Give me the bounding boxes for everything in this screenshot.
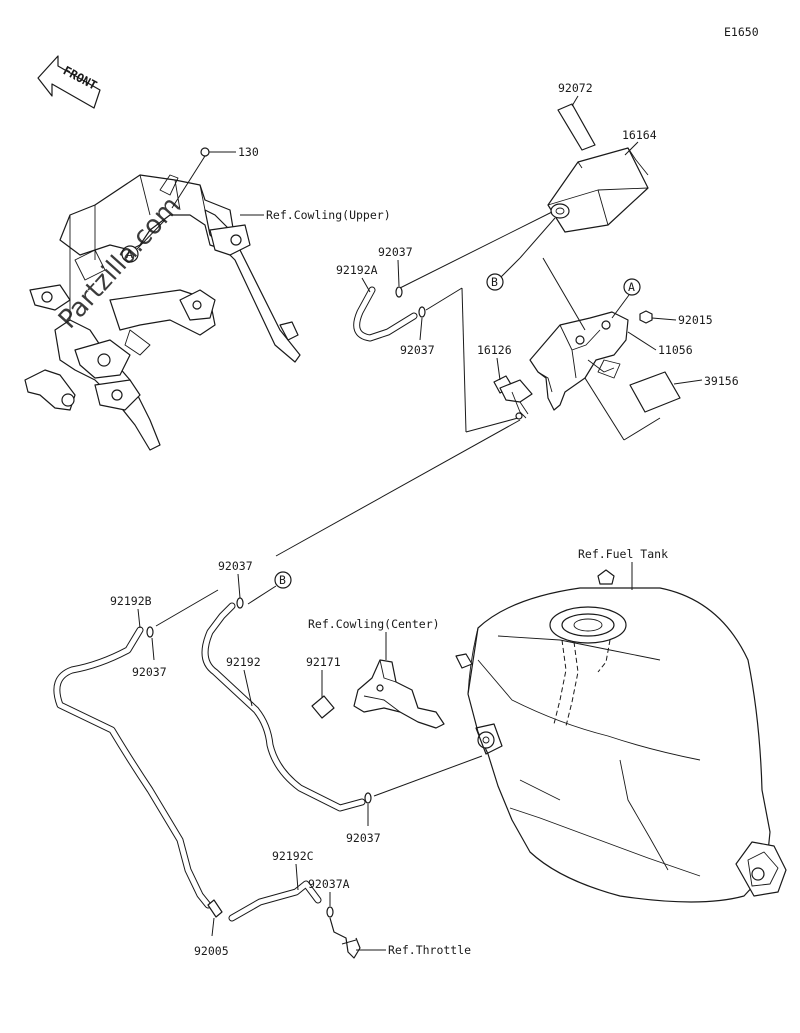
- svg-text:92037: 92037: [346, 831, 381, 845]
- clamp-92037-a[interactable]: [395, 286, 403, 298]
- callout-92015: 92015: [651, 313, 713, 327]
- svg-text:92037A: 92037A: [308, 877, 350, 891]
- callout-92192: 92192: [226, 655, 261, 707]
- svg-text:B: B: [491, 275, 498, 289]
- callout-92192B: 92192B: [110, 594, 152, 629]
- svg-text:Ref.Cowling(Upper): Ref.Cowling(Upper): [266, 208, 391, 222]
- svg-text:92192A: 92192A: [336, 263, 378, 277]
- hose-92192C[interactable]: [228, 880, 322, 922]
- callout-16164: 16164: [622, 128, 657, 156]
- svg-text:16164: 16164: [622, 128, 657, 142]
- svg-text:Ref.Throttle: Ref.Throttle: [388, 943, 471, 957]
- diagram-code: E1650: [724, 25, 759, 39]
- marker-b-lower: B: [247, 571, 292, 605]
- pad-39156[interactable]: [629, 371, 681, 413]
- callout-11056: 11056: [627, 331, 693, 357]
- callout-92005: 92005: [194, 917, 229, 958]
- svg-text:92015: 92015: [678, 313, 713, 327]
- hose-92192B[interactable]: [53, 626, 212, 909]
- svg-text:92171: 92171: [306, 655, 341, 669]
- canister-16164[interactable]: [547, 147, 649, 233]
- svg-text:92192: 92192: [226, 655, 261, 669]
- clip-92171[interactable]: [311, 695, 335, 719]
- callout-130: 130: [171, 145, 259, 209]
- svg-text:B: B: [279, 573, 286, 587]
- hose-92192A[interactable]: [353, 286, 418, 342]
- marker-b-top: B: [486, 273, 504, 291]
- bracket-11056[interactable]: [529, 311, 629, 411]
- solenoid-valve-16126[interactable]: [493, 375, 533, 420]
- svg-text:92037: 92037: [132, 665, 167, 679]
- clamp-92037-b[interactable]: [418, 306, 426, 318]
- svg-text:16126: 16126: [477, 343, 512, 357]
- marker-a-top: A: [611, 278, 641, 319]
- svg-text:Ref.Cowling(Center): Ref.Cowling(Center): [308, 617, 440, 631]
- callout-39156: 39156: [673, 374, 739, 388]
- throttle-joint[interactable]: [329, 917, 361, 959]
- callout-92037-c: 92037: [218, 559, 253, 599]
- callout-92037-a: 92037: [378, 245, 413, 287]
- callout-16126: 16126: [477, 343, 512, 381]
- svg-text:A: A: [126, 247, 133, 261]
- front-arrow-icon: FRONT: [37, 55, 101, 109]
- clamp-92037-e[interactable]: [364, 792, 372, 804]
- svg-text:92192C: 92192C: [272, 849, 314, 863]
- svg-text:Ref.Fuel Tank: Ref.Fuel Tank: [578, 547, 668, 561]
- callout-ref-fuel-tank: Ref.Fuel Tank: [578, 547, 668, 590]
- clamp-92037-d[interactable]: [146, 626, 154, 638]
- callout-ref-throttle: Ref.Throttle: [356, 943, 471, 957]
- svg-text:11056: 11056: [658, 343, 693, 357]
- callout-92037A: 92037A: [308, 877, 350, 906]
- fitting-92005[interactable]: [207, 899, 223, 918]
- svg-text:39156: 39156: [704, 374, 739, 388]
- clamp-92037A[interactable]: [326, 906, 334, 918]
- hose-92192[interactable]: [201, 602, 366, 812]
- fuel-tank[interactable]: [455, 569, 787, 903]
- svg-text:92037: 92037: [378, 245, 413, 259]
- svg-text:92192B: 92192B: [110, 594, 152, 608]
- callout-92192C: 92192C: [272, 849, 314, 891]
- svg-text:92037: 92037: [218, 559, 253, 573]
- svg-text:92005: 92005: [194, 944, 229, 958]
- callout-92037-b: 92037: [400, 317, 435, 357]
- band-92072[interactable]: [557, 103, 596, 151]
- nut-92015[interactable]: [639, 310, 653, 324]
- cowling-center-bracket[interactable]: [353, 659, 445, 729]
- frame-bracket-assembly[interactable]: [24, 174, 301, 451]
- svg-text:130: 130: [238, 145, 259, 159]
- svg-text:A: A: [628, 280, 635, 294]
- callout-92171: 92171: [306, 655, 341, 698]
- callout-92037-d: 92037: [132, 637, 167, 679]
- marker-a-frame: A: [121, 219, 166, 263]
- clamp-92037-c[interactable]: [236, 597, 244, 609]
- callout-92072: 92072: [558, 81, 593, 107]
- callout-92192A: 92192A: [336, 263, 378, 293]
- callout-ref-cowling-upper: Ref.Cowling(Upper): [240, 208, 391, 222]
- svg-text:92037: 92037: [400, 343, 435, 357]
- callout-ref-cowling-center: Ref.Cowling(Center): [308, 617, 440, 660]
- svg-text:92072: 92072: [558, 81, 593, 95]
- callout-92037-e: 92037: [346, 804, 381, 845]
